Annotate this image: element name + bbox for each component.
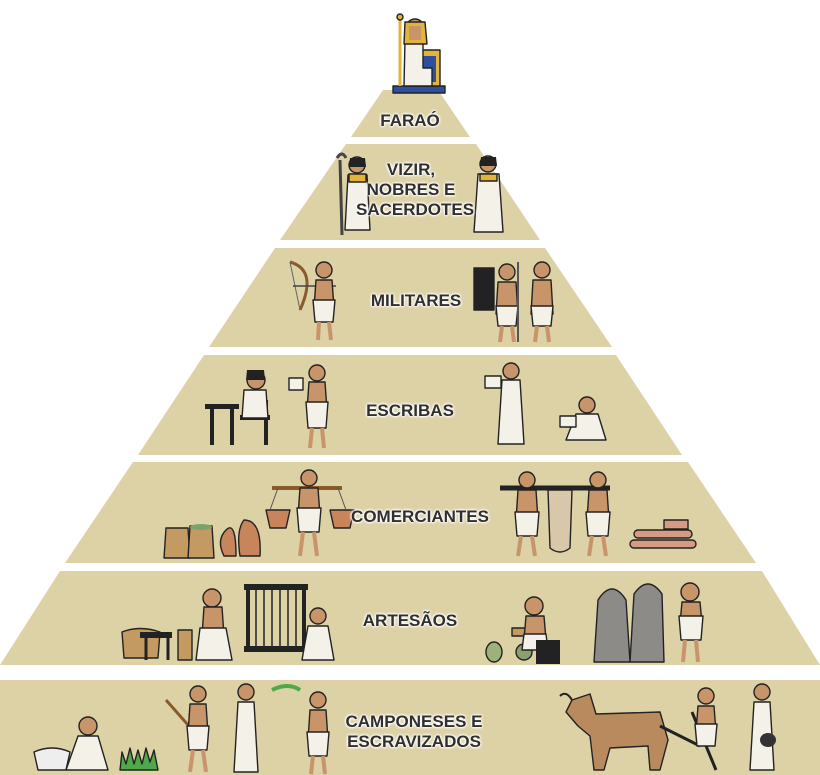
weaving-loom [244,584,308,652]
tier-farao [351,90,470,137]
porters-figure [500,471,611,557]
tier-label-vizir: VIZIR, NOBRES E SACERDOTES [356,160,475,220]
tier-label-comerciantes: COMERCIANTES [351,507,489,526]
standing-scribe-figure [484,362,525,445]
tier-label-vizir-line-2: NOBRES E [366,180,456,199]
statue-carver-figure [593,582,704,663]
tier-label-artesaos: ARTESÃOS [362,611,458,630]
tier-label-camponeses: CAMPONESES E ESCRAVIZADOS [336,712,492,752]
scribe-with-papyrus-figure [288,364,329,449]
priest-figure [473,155,504,233]
pharaoh-figure [392,13,446,94]
merchant-goods-left [163,519,261,559]
weaver-figure [301,607,335,661]
merchant-with-scale-figure [265,469,355,557]
tier-label-militares: MILITARES [370,291,462,310]
tier-label-camponeses-line-1: CAMPONESES E [345,712,483,731]
sculptor-figure [121,588,233,661]
farmer-kneeling-figure [33,716,109,771]
seated-scribe-figure [205,370,270,445]
sitting-scribe-figure [559,396,607,441]
tier-label-vizir-line-3: SACERDOTES [356,200,475,219]
potter-figure [485,596,560,664]
ox-plough-figure [559,687,718,771]
tier-label-escribas: ESCRIBAS [366,401,454,420]
tier-label-camponeses-line-2: ESCRAVIZADOS [347,732,481,751]
hoeing-farmer-figure [164,685,210,773]
crops [119,747,159,771]
fabric-rolls [629,519,697,549]
tier-escribas [138,355,682,455]
archer-figure [289,260,336,341]
woman-carrying-figure [233,683,259,773]
vizier-figure [335,152,371,236]
tier-label-farao: FARAÓ [380,111,440,130]
fisherman-figure [271,684,330,775]
tier-label-vizir-line-1: VIZIR, [386,160,436,179]
soldiers-figure [473,261,554,343]
sower-figure [749,683,776,771]
